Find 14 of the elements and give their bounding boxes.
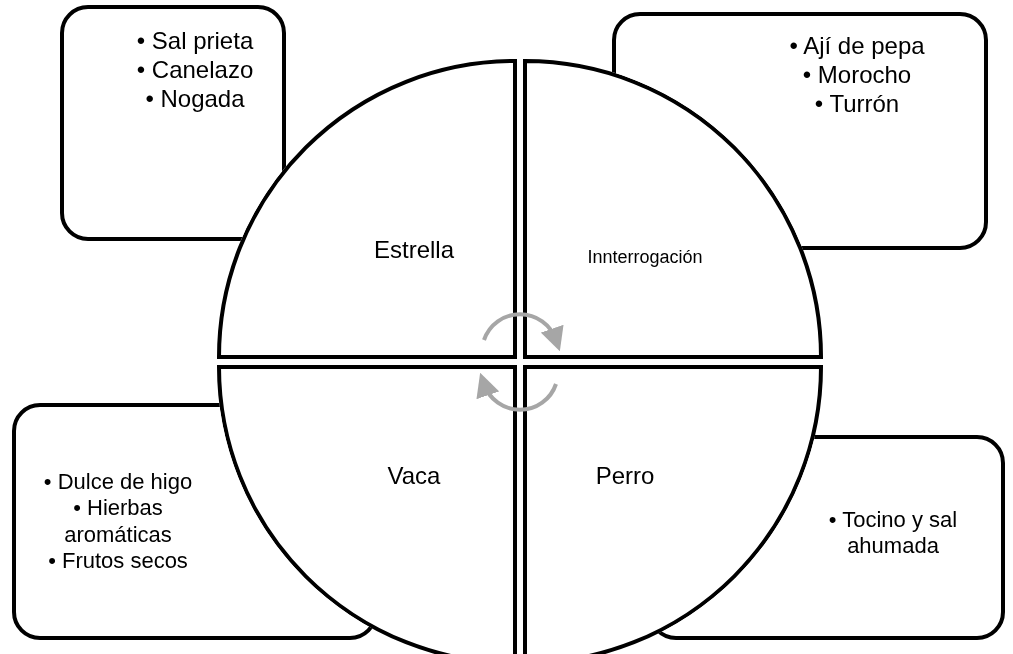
list-item: • Dulce de higo xyxy=(43,469,193,496)
quadrant-label: Innterrogación xyxy=(587,247,703,269)
list-item: • Frutos secos xyxy=(48,548,188,575)
list-item: • Ají de pepa xyxy=(789,32,925,61)
list-item: • Morocho xyxy=(802,60,912,90)
list-item: • Tocino y sal ahumada xyxy=(827,507,959,560)
list-item: • Turrón xyxy=(814,89,900,119)
list-item: • Hierbas aromáticas xyxy=(63,495,173,549)
list-item: • Nogada xyxy=(145,84,245,114)
quadrant-label: Estrella xyxy=(374,236,454,265)
list-item: • Canelazo xyxy=(136,55,254,85)
quadrant-label: Perro xyxy=(595,462,655,491)
list-item: • Sal prieta xyxy=(136,27,254,56)
quadrant-label: Vaca xyxy=(387,462,441,491)
